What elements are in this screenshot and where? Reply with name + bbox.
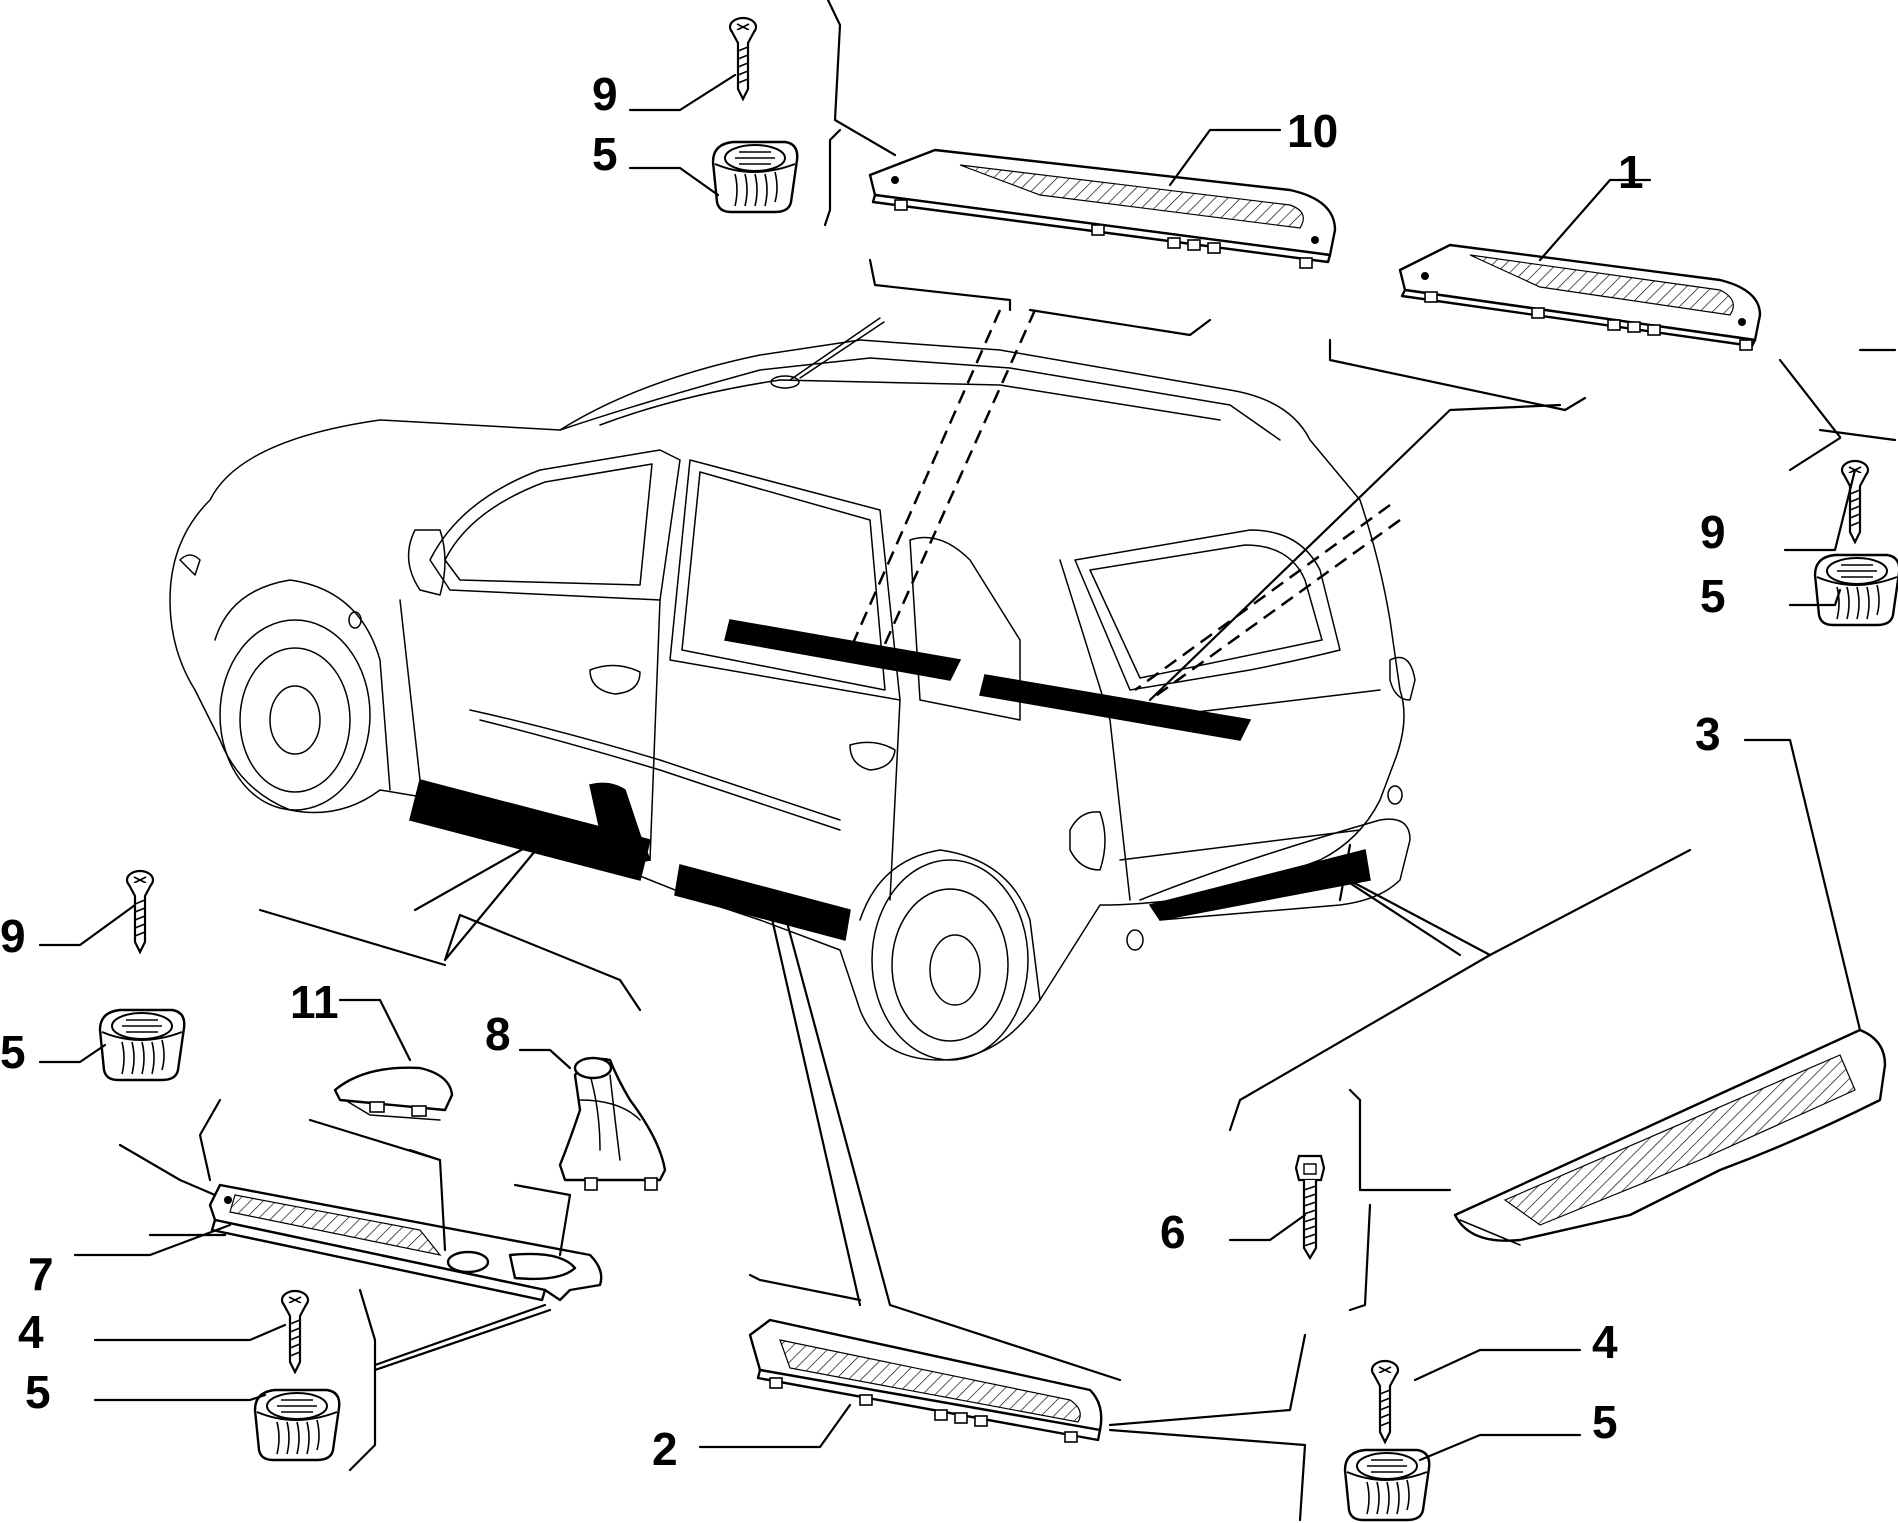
callout-4-right: 4 [1592,1316,1618,1368]
clip-5-bottom-right [1343,1448,1431,1522]
callout-11: 11 [290,976,339,1028]
callout-7: 7 [28,1248,54,1300]
screw-9-top [728,16,758,101]
screw-4-right [1370,1359,1400,1444]
part-8-boot [558,1056,667,1191]
clip-5-bottom-left [253,1388,341,1462]
callout-10: 10 [1287,105,1338,157]
car-body [169,317,1416,1061]
clip-5-right [1813,553,1898,627]
part-3-bumper-trim [1453,1028,1887,1246]
screw-4-left [280,1289,310,1374]
part-7-sill [208,1183,603,1302]
callout-5-bottom-right: 5 [1592,1396,1618,1448]
callout-5-top: 5 [592,128,618,180]
callout-9-right: 9 [1700,506,1726,558]
dashed-leaders [848,309,1401,702]
screw-9-left [125,869,155,954]
callout-9-top: 9 [592,68,618,120]
callout-9-left: 9 [0,910,26,962]
callout-5-right: 5 [1700,570,1726,622]
callout-labels: 1 2 3 4 4 5 5 5 5 5 6 7 8 9 9 9 10 11 [0,68,1726,1475]
callout-8: 8 [485,1008,511,1060]
car-trim-strips [409,619,1371,941]
leader-lines [38,0,1897,1522]
clip-5-left [98,1008,186,1082]
bolt-6 [1294,1154,1326,1260]
callout-5-bottom-left: 5 [25,1366,51,1418]
callout-4-left: 4 [18,1306,44,1358]
part-1-sill [1398,243,1762,351]
callout-6: 6 [1160,1206,1186,1258]
part-10-sill [868,148,1337,269]
callout-3: 3 [1695,708,1721,760]
callout-1: 1 [1618,146,1644,198]
callout-5-left: 5 [0,1026,26,1078]
part-2-sill [748,1318,1103,1443]
clip-5-top [711,140,799,214]
part-11-cover [333,1066,454,1121]
callout-2: 2 [652,1423,678,1475]
